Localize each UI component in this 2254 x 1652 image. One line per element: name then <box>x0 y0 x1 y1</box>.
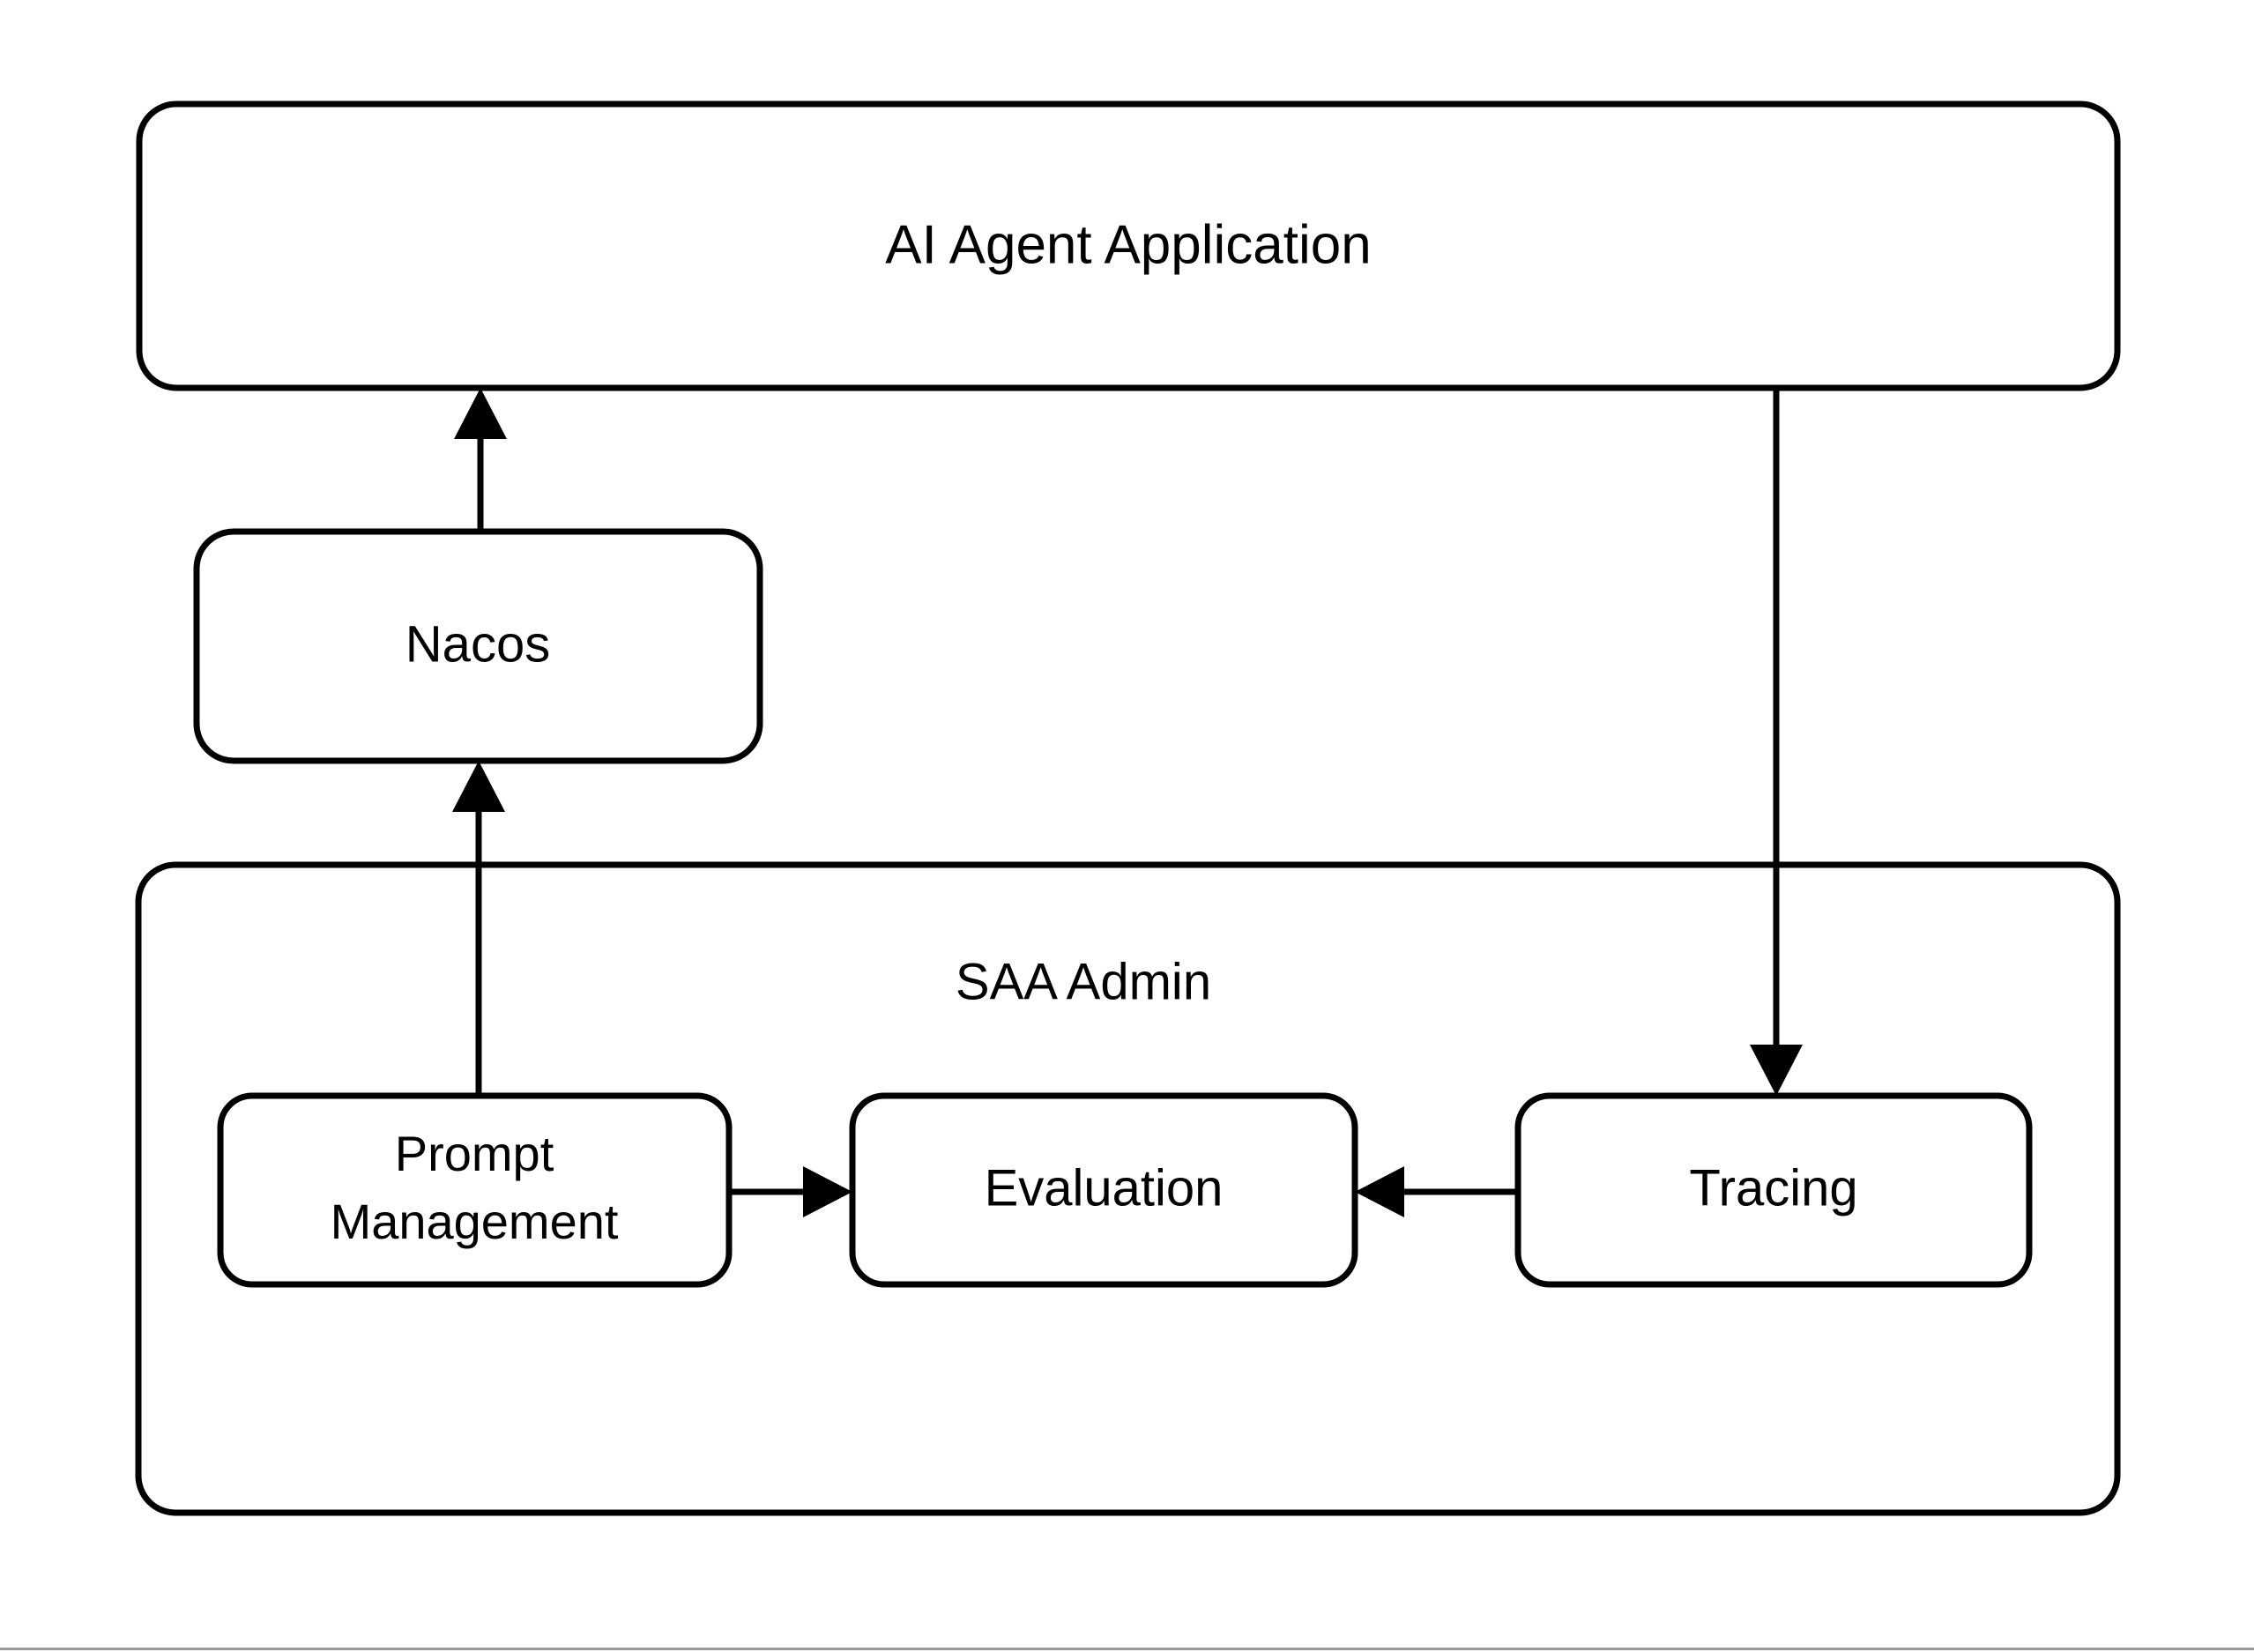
saa-admin-label: SAA Admin <box>956 953 1211 1010</box>
edge-ai-agent-application-to-tracing[interactable] <box>1750 388 1803 1096</box>
edge-prompt-management-to-nacos-arrowhead-icon <box>452 761 505 812</box>
prompt-management-shape[interactable] <box>217 1092 733 1288</box>
edge-tracing-to-evaluation[interactable] <box>1355 1166 1518 1217</box>
node-evaluation[interactable]: Evaluation <box>849 1092 1358 1288</box>
edge-prompt-management-to-evaluation-arrowhead-icon <box>803 1166 852 1217</box>
edge-nacos-to-ai-agent-application[interactable] <box>454 388 507 532</box>
node-prompt-management[interactable]: Prompt Management <box>217 1092 733 1288</box>
evaluation-label: Evaluation <box>985 1159 1224 1217</box>
prompt-management-label-line-2: Management <box>331 1194 619 1249</box>
edge-tracing-to-evaluation-arrowhead-icon <box>1355 1166 1404 1217</box>
node-tracing[interactable]: Tracing <box>1514 1092 2033 1288</box>
ai-agent-application-shape[interactable] <box>136 100 2121 391</box>
group-saa-admin[interactable]: SAA Admin <box>135 861 2121 1516</box>
edge-nacos-to-ai-agent-arrowhead-icon <box>454 388 507 439</box>
edge-prompt-management-to-evaluation[interactable] <box>729 1166 852 1217</box>
edge-prompt-management-to-nacos[interactable] <box>452 761 505 1096</box>
tracing-label: Tracing <box>1689 1159 1857 1217</box>
page-bottom-rule <box>0 1648 2254 1650</box>
edge-ai-agent-to-tracing-arrowhead-icon <box>1750 1045 1803 1096</box>
evaluation-shape[interactable] <box>849 1092 1358 1288</box>
ai-agent-application-label: AI Agent Application <box>885 214 1372 275</box>
node-nacos[interactable]: Nacos <box>193 528 763 764</box>
node-ai-agent-application[interactable]: AI Agent Application <box>136 100 2121 391</box>
saa-admin-container-shape[interactable] <box>135 861 2121 1516</box>
prompt-management-label-line-1: Prompt <box>395 1126 554 1181</box>
nacos-label: Nacos <box>405 615 550 673</box>
